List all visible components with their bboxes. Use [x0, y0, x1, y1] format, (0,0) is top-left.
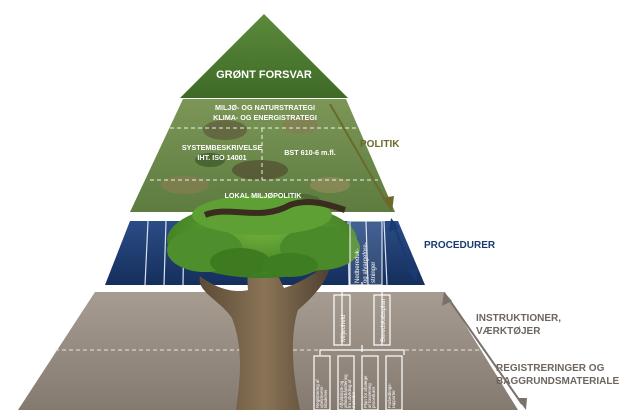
registrering-col-2-line-3: fra udvikling af	[347, 379, 352, 408]
top-triangle	[180, 14, 348, 98]
bst-reference: BST 610-6 m.fl.	[284, 148, 336, 157]
procedurer-arrow	[389, 218, 418, 282]
registrering-col-4-line-1: Forbedrings-	[387, 383, 392, 408]
procedurer-label: PROCEDURER	[424, 240, 496, 251]
registreringer-label-line-1: REGISTRERINGER OG	[496, 363, 605, 374]
strategy-line-1: MILJØ- OG NATURSTRATEGI	[215, 103, 315, 112]
procedure-cell-line-1: Nedbereduk-	[355, 248, 361, 283]
registrering-col-1-line-2: uheldsvers-	[319, 385, 324, 408]
systembeskrivelse-line-2: IHT. ISO 14001	[197, 153, 246, 162]
instruktion-miljøuheld: Miljøuheld	[341, 315, 347, 342]
connector-lines	[313, 282, 405, 410]
instruktioner-label-line-2: VÆRKTØJER	[476, 326, 541, 337]
politik-label: POLITIK	[360, 139, 400, 150]
procedure-cell-line-3: stninger	[371, 262, 377, 283]
registrering-col-3-line-3: procedurer	[371, 386, 376, 408]
lokal-miljøpolitik: LOKAL MILJØPOLITIK	[225, 191, 303, 200]
instruktion-beredskabsplan: Beredskabsplan	[381, 299, 387, 342]
registrering-col-2-line-4: metoder	[351, 391, 356, 408]
systembeskrivelse-line-1: SYSTEMBESKRIVELSE	[182, 143, 262, 152]
procedure-cell-line-2: og afvargefore-	[363, 242, 369, 283]
registreringer-label-line-2: BAGGRUNDSMATERIALE	[496, 376, 619, 387]
registrering-col-2-line-2: affaldshåndtering	[343, 374, 348, 408]
instruktioner-label-line-1: INSTRUKTIONER,	[476, 313, 561, 324]
instruktioner-arrow	[442, 292, 527, 410]
registrering-col-2-line-1: Affaldsliste og	[339, 380, 344, 408]
grønt-forsvar-title: GRØNT FORSVAR	[216, 69, 312, 81]
politik-arrow	[329, 103, 394, 212]
registrering-col-4-line-2: rapporter	[391, 390, 396, 408]
registrering-col-3-line-1: Plan for afværge	[363, 375, 368, 408]
procedure-cell	[349, 220, 383, 286]
registrering-col-3-line-2: af forurening	[367, 383, 372, 408]
strategy-line-2: KLIMA- OG ENERGISTRATEGI	[213, 113, 317, 122]
tree-illustration	[167, 195, 360, 410]
registrering-col-1-line-1: Registrering af	[315, 379, 320, 408]
registrering-col-1-line-3: tilladelser	[323, 389, 328, 408]
